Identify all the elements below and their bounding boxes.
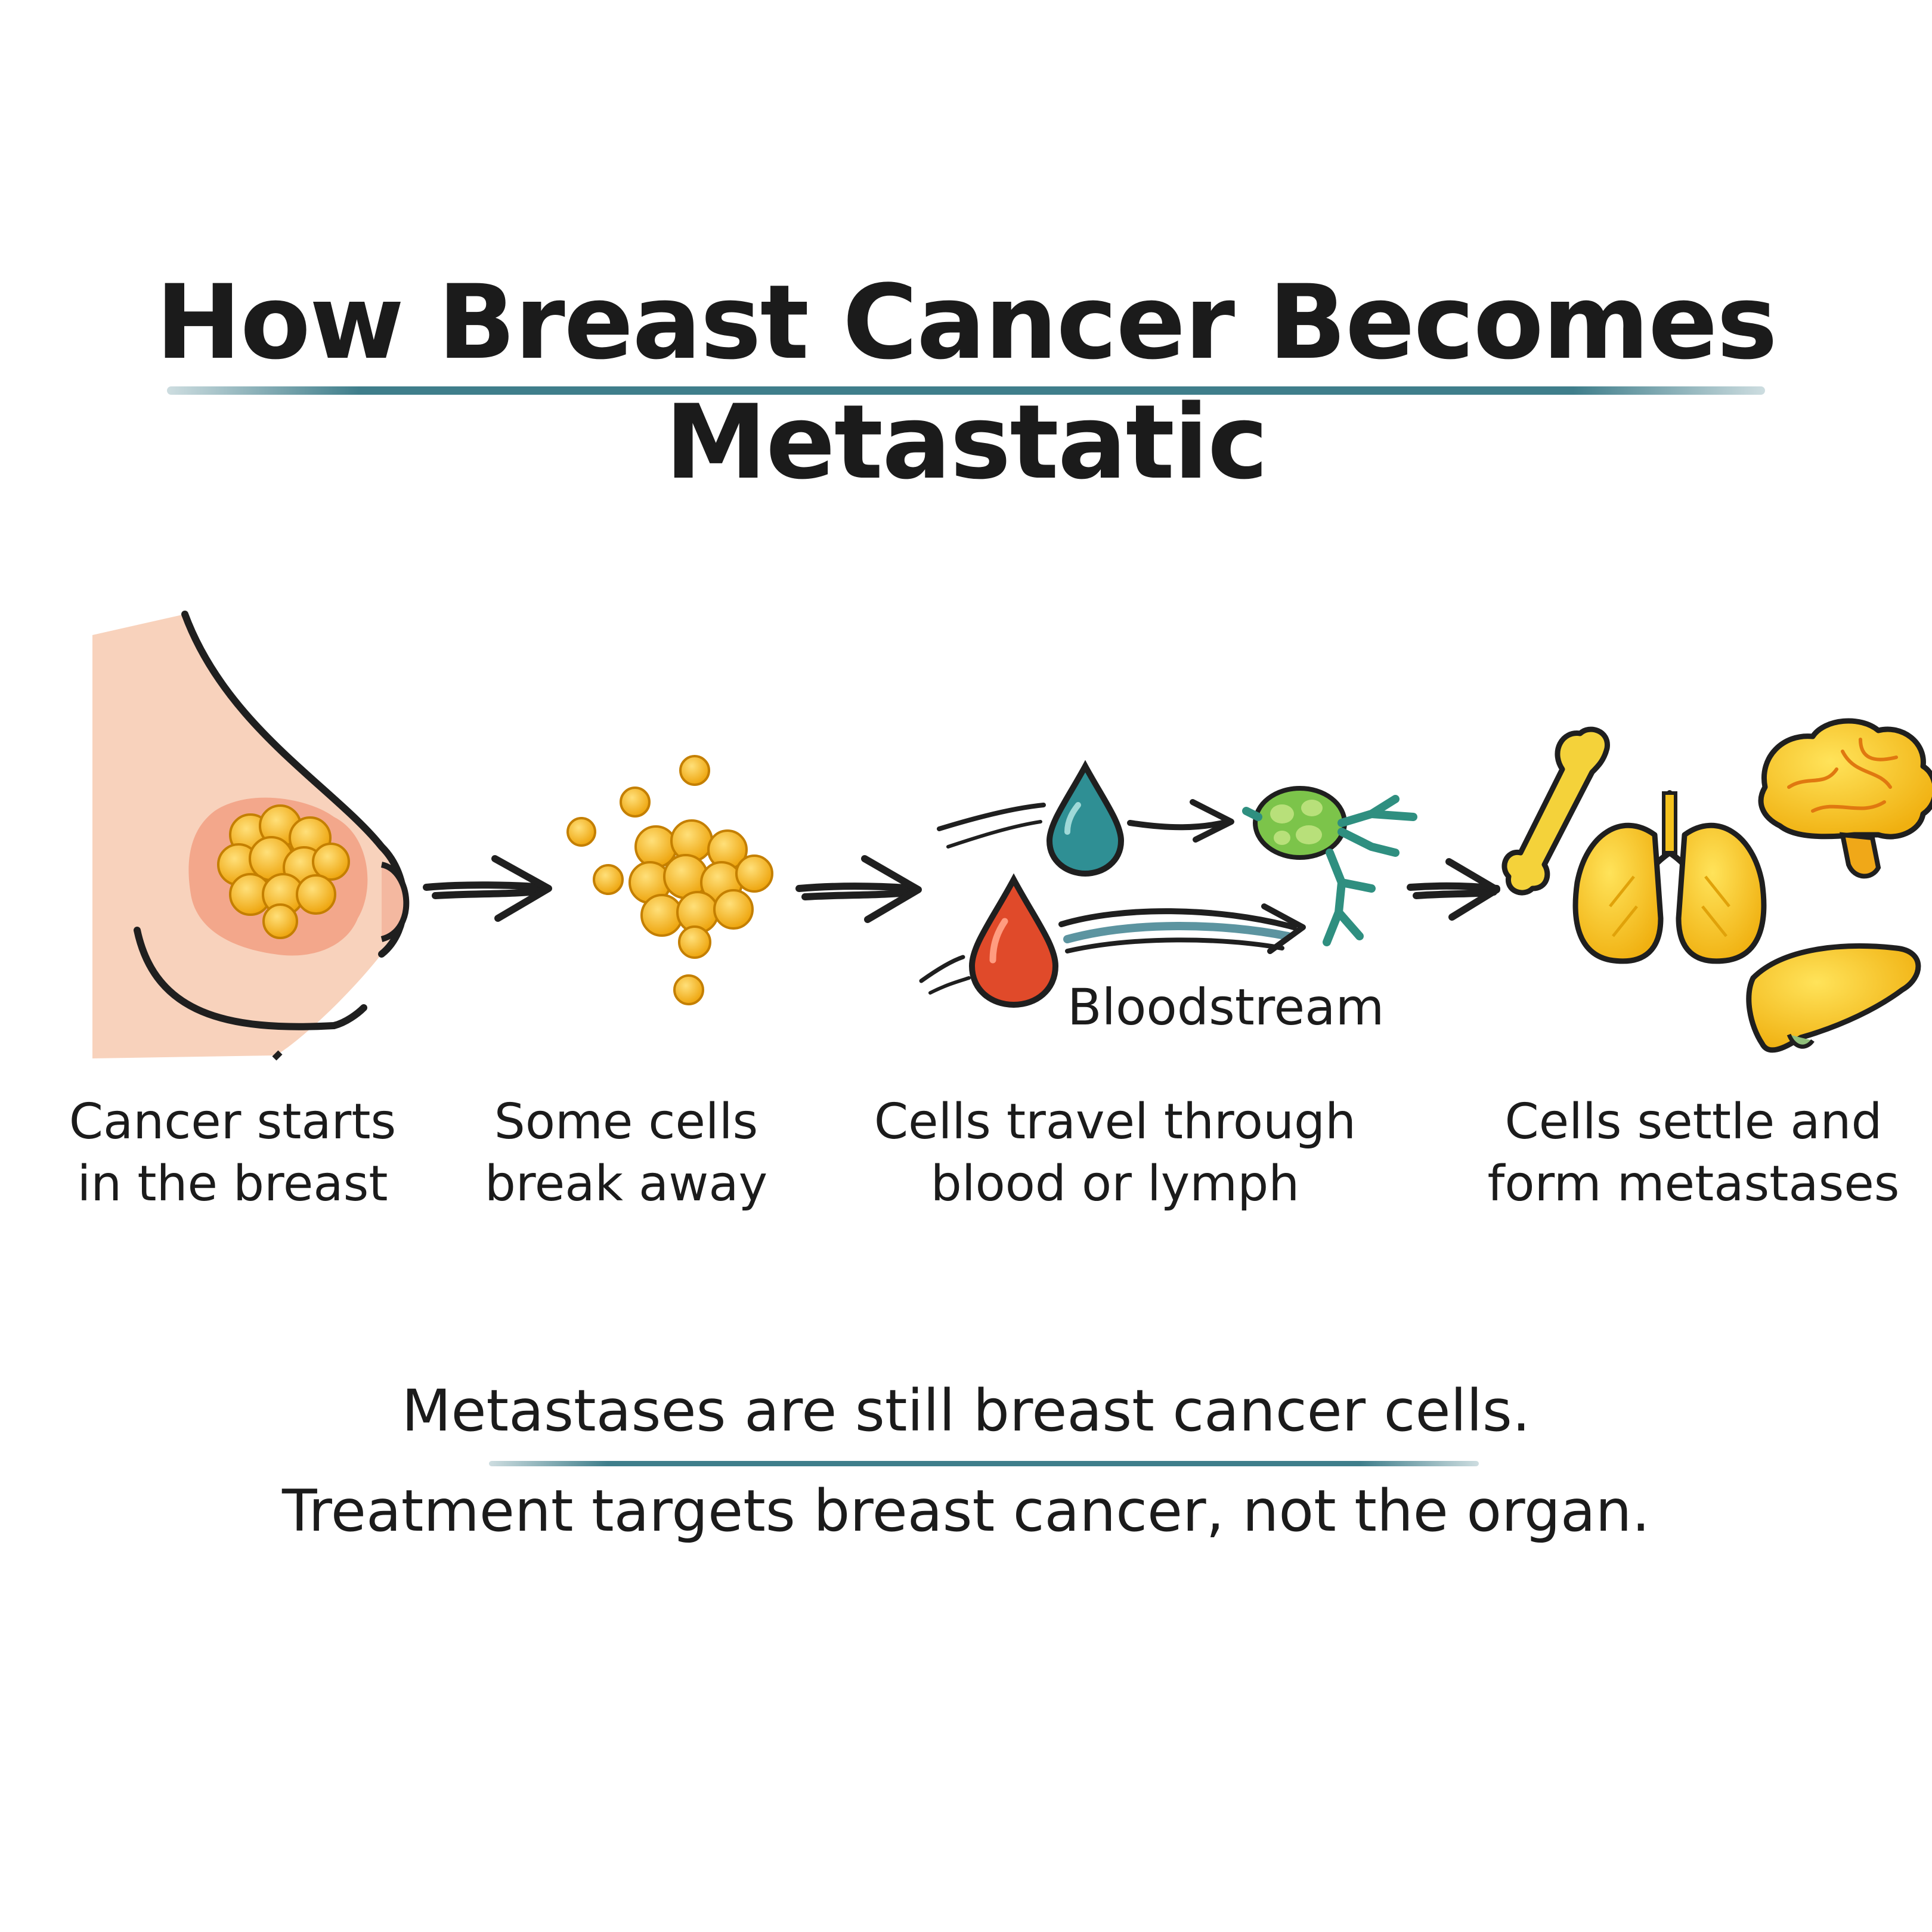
- step-caption-2: Some cells break away: [382, 1091, 871, 1215]
- step-4-line-1: Cells settle and: [1504, 1094, 1883, 1150]
- step-3-line-2: blood or lymph: [930, 1156, 1300, 1212]
- step-4-line-2: form metastases: [1487, 1156, 1900, 1212]
- tumor-cluster-icon: [217, 804, 350, 939]
- step-1-line-1: Cancer starts: [69, 1094, 397, 1150]
- arrow-icon: [423, 855, 552, 922]
- bloodstream-label: Bloodstream: [1067, 978, 1385, 1036]
- lymph-node-icon: [1242, 786, 1417, 946]
- lungs-icon: [1572, 790, 1767, 964]
- step-caption-1: Cancer starts in the breast: [0, 1091, 477, 1215]
- cell-cluster-icon: [566, 755, 773, 1005]
- step-2-line-1: Some cells: [494, 1094, 758, 1150]
- step-caption-4: Cells settle and form metastases: [1467, 1091, 1920, 1215]
- page-title: How Breast Cancer Becomes Metastatic: [155, 262, 1778, 502]
- step-2-line-2: break away: [484, 1156, 768, 1212]
- treatment-message: Treatment targets breast cancer, not the…: [281, 1478, 1650, 1544]
- arrow-icon: [1407, 858, 1500, 921]
- brain-icon: [1758, 718, 1932, 879]
- step-3-line-1: Cells travel through: [874, 1094, 1357, 1150]
- blood-drop-icon: [919, 873, 1306, 1008]
- step-caption-3: Cells travel through blood or lymph: [871, 1091, 1360, 1215]
- title-underline: [167, 386, 1765, 395]
- breast-icon: [92, 611, 410, 1061]
- liver-icon: [1746, 943, 1921, 1053]
- lymph-drop-icon: [937, 760, 1234, 877]
- bone-icon: [1501, 726, 1610, 896]
- arrow-icon: [795, 855, 922, 923]
- key-message: Metastases are still breast cancer cells…: [401, 1377, 1531, 1444]
- step-1-line-2: in the breast: [77, 1156, 388, 1212]
- message-underline: [489, 1461, 1479, 1466]
